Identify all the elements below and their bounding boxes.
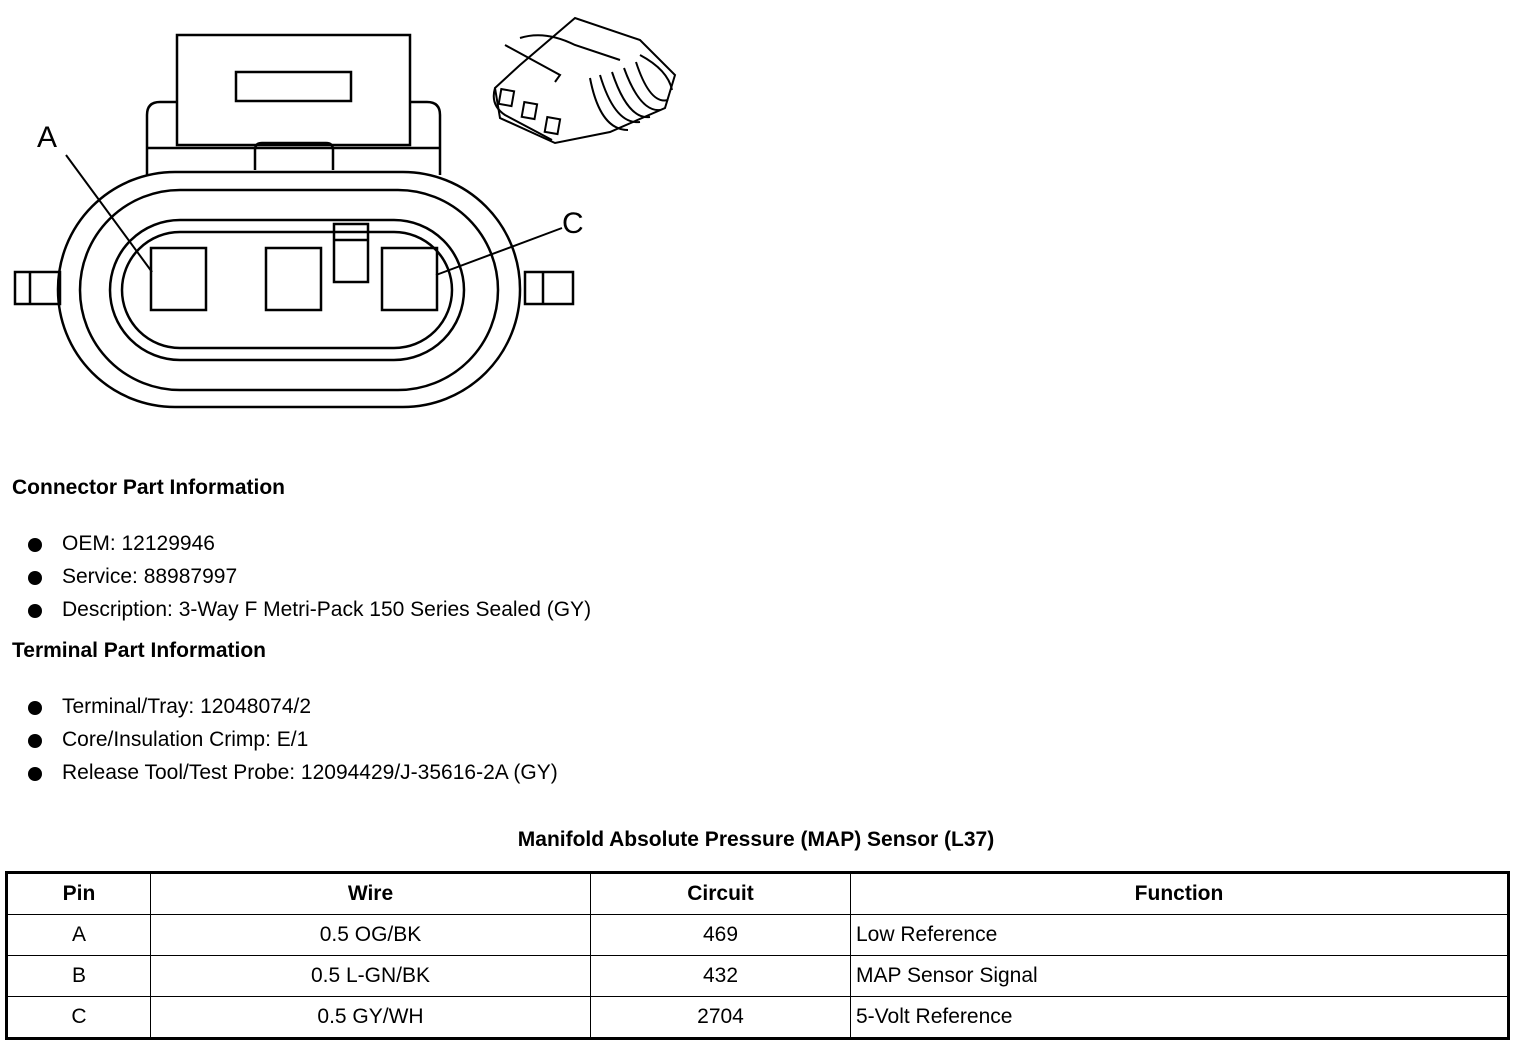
bullet-icon: [28, 571, 42, 585]
list-item: Description: 3-Way F Metri-Pack 150 Seri…: [28, 593, 591, 626]
table-row: B 0.5 L-GN/BK 432 MAP Sensor Signal: [6, 955, 1509, 997]
connector-latch: [145, 33, 442, 175]
column-header-wire: Wire: [150, 872, 591, 915]
bullet-icon: [28, 538, 42, 552]
list-item: Release Tool/Test Probe: 12094429/J-3561…: [28, 756, 558, 789]
pin-a-cavity: [149, 246, 208, 312]
table-title: Manifold Absolute Pressure (MAP) Sensor …: [517, 828, 995, 851]
column-header-function: Function: [850, 872, 1509, 915]
pin-cell: A: [6, 914, 151, 956]
column-header-pin: Pin: [6, 872, 151, 915]
connector-info-list: OEM: 12129946 Service: 88987997 Descript…: [28, 527, 591, 626]
pin-cell: B: [6, 955, 151, 997]
table-row: A 0.5 OG/BK 469 Low Reference: [6, 914, 1509, 956]
bullet-icon: [28, 701, 42, 715]
list-item: Service: 88987997: [28, 560, 591, 593]
circuit-cell: 469: [590, 914, 851, 956]
list-item: OEM: 12129946: [28, 527, 591, 560]
pin-a-leader: [65, 154, 153, 273]
circuit-cell: 2704: [590, 996, 851, 1039]
list-item: Core/Insulation Crimp: E/1: [28, 723, 558, 756]
table-header-row: Pin Wire Circuit Function: [6, 872, 1509, 915]
bullet-icon: [28, 604, 42, 618]
pin-c-label: C: [562, 207, 584, 240]
terminal-info-list: Terminal/Tray: 12048074/2 Core/Insulatio…: [28, 690, 558, 789]
table-row: C 0.5 GY/WH 2704 5-Volt Reference: [6, 996, 1509, 1039]
pin-c-leader: [435, 227, 563, 276]
wire-cell: 0.5 GY/WH: [150, 996, 591, 1039]
function-cell: Low Reference: [850, 914, 1509, 956]
connector-body: [56, 170, 522, 409]
list-item: Terminal/Tray: 12048074/2: [28, 690, 558, 723]
pin-a-label: A: [37, 121, 57, 154]
wire-cell: 0.5 OG/BK: [150, 914, 591, 956]
function-cell: MAP Sensor Signal: [850, 955, 1509, 997]
bullet-icon: [28, 734, 42, 748]
connector-section-title: Connector Part Information: [12, 476, 286, 499]
column-header-circuit: Circuit: [590, 872, 851, 915]
terminal-section-title: Terminal Part Information: [12, 639, 266, 662]
function-cell: 5-Volt Reference: [850, 996, 1509, 1039]
pinout-table: Pin Wire Circuit Function A 0.5 OG/BK 46…: [5, 871, 1510, 1040]
side-tabs: [13, 270, 575, 306]
pin-c-cavity: [380, 246, 439, 312]
circuit-cell: 432: [590, 955, 851, 997]
connector-diagram: A C: [13, 16, 677, 409]
connector-key: [332, 222, 370, 284]
wire-cell: 0.5 L-GN/BK: [150, 955, 591, 997]
connector-isometric-view: [492, 16, 677, 145]
bullet-icon: [28, 767, 42, 781]
pin-b-cavity: [264, 246, 323, 312]
pin-cell: C: [6, 996, 151, 1039]
